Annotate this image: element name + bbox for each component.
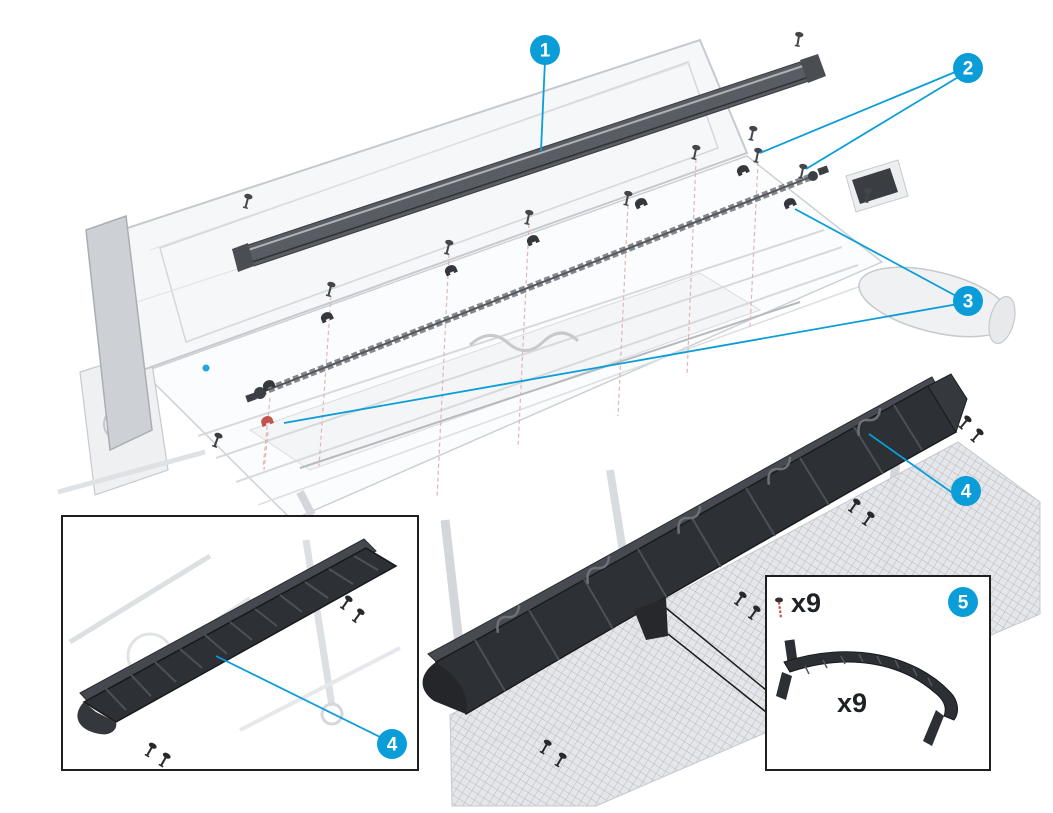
deflector-part-4 bbox=[422, 373, 968, 716]
callout-1-label: 1 bbox=[540, 41, 551, 62]
callout-4: 4 bbox=[951, 476, 981, 506]
callout-2-label: 2 bbox=[963, 59, 974, 80]
bracket-screw-red bbox=[775, 597, 783, 619]
callout-5: 5 bbox=[948, 587, 978, 617]
alignment-dashed-lines bbox=[262, 158, 759, 499]
blue-lever-dot bbox=[202, 364, 210, 372]
media-roll bbox=[858, 266, 1016, 345]
callout-leader-lines bbox=[215, 59, 961, 739]
callout-2: 2 bbox=[953, 53, 983, 83]
callout-5-label: 5 bbox=[958, 593, 969, 614]
bracket-part bbox=[776, 639, 958, 746]
callout-3-label: 3 bbox=[963, 292, 974, 313]
quantity-label-parts: x9 bbox=[837, 688, 867, 718]
callout-4-inset: 4 bbox=[377, 729, 407, 759]
control-panel bbox=[845, 159, 909, 213]
callouts: 1 2 3 4 4 5 bbox=[377, 35, 983, 759]
printer-body bbox=[57, 155, 1016, 521]
spiral-shaft bbox=[245, 165, 830, 403]
media-basket bbox=[449, 441, 1041, 807]
cutter-rail-part-1 bbox=[232, 54, 826, 272]
callout-3: 3 bbox=[953, 286, 983, 316]
deflector-ribs bbox=[474, 404, 923, 692]
deflector-wedge-detail bbox=[634, 598, 668, 640]
callout-1: 1 bbox=[530, 35, 560, 65]
callout-4-inset-label: 4 bbox=[387, 735, 398, 756]
lid-hinge bbox=[85, 214, 153, 452]
inset-detail-deflector bbox=[61, 515, 419, 771]
detail-leader-lines bbox=[665, 607, 767, 713]
callout-4-label: 4 bbox=[961, 482, 972, 503]
quantity-label-screws: x9 bbox=[791, 588, 821, 618]
inset-detail-bracket: x9 x9 bbox=[765, 575, 991, 771]
